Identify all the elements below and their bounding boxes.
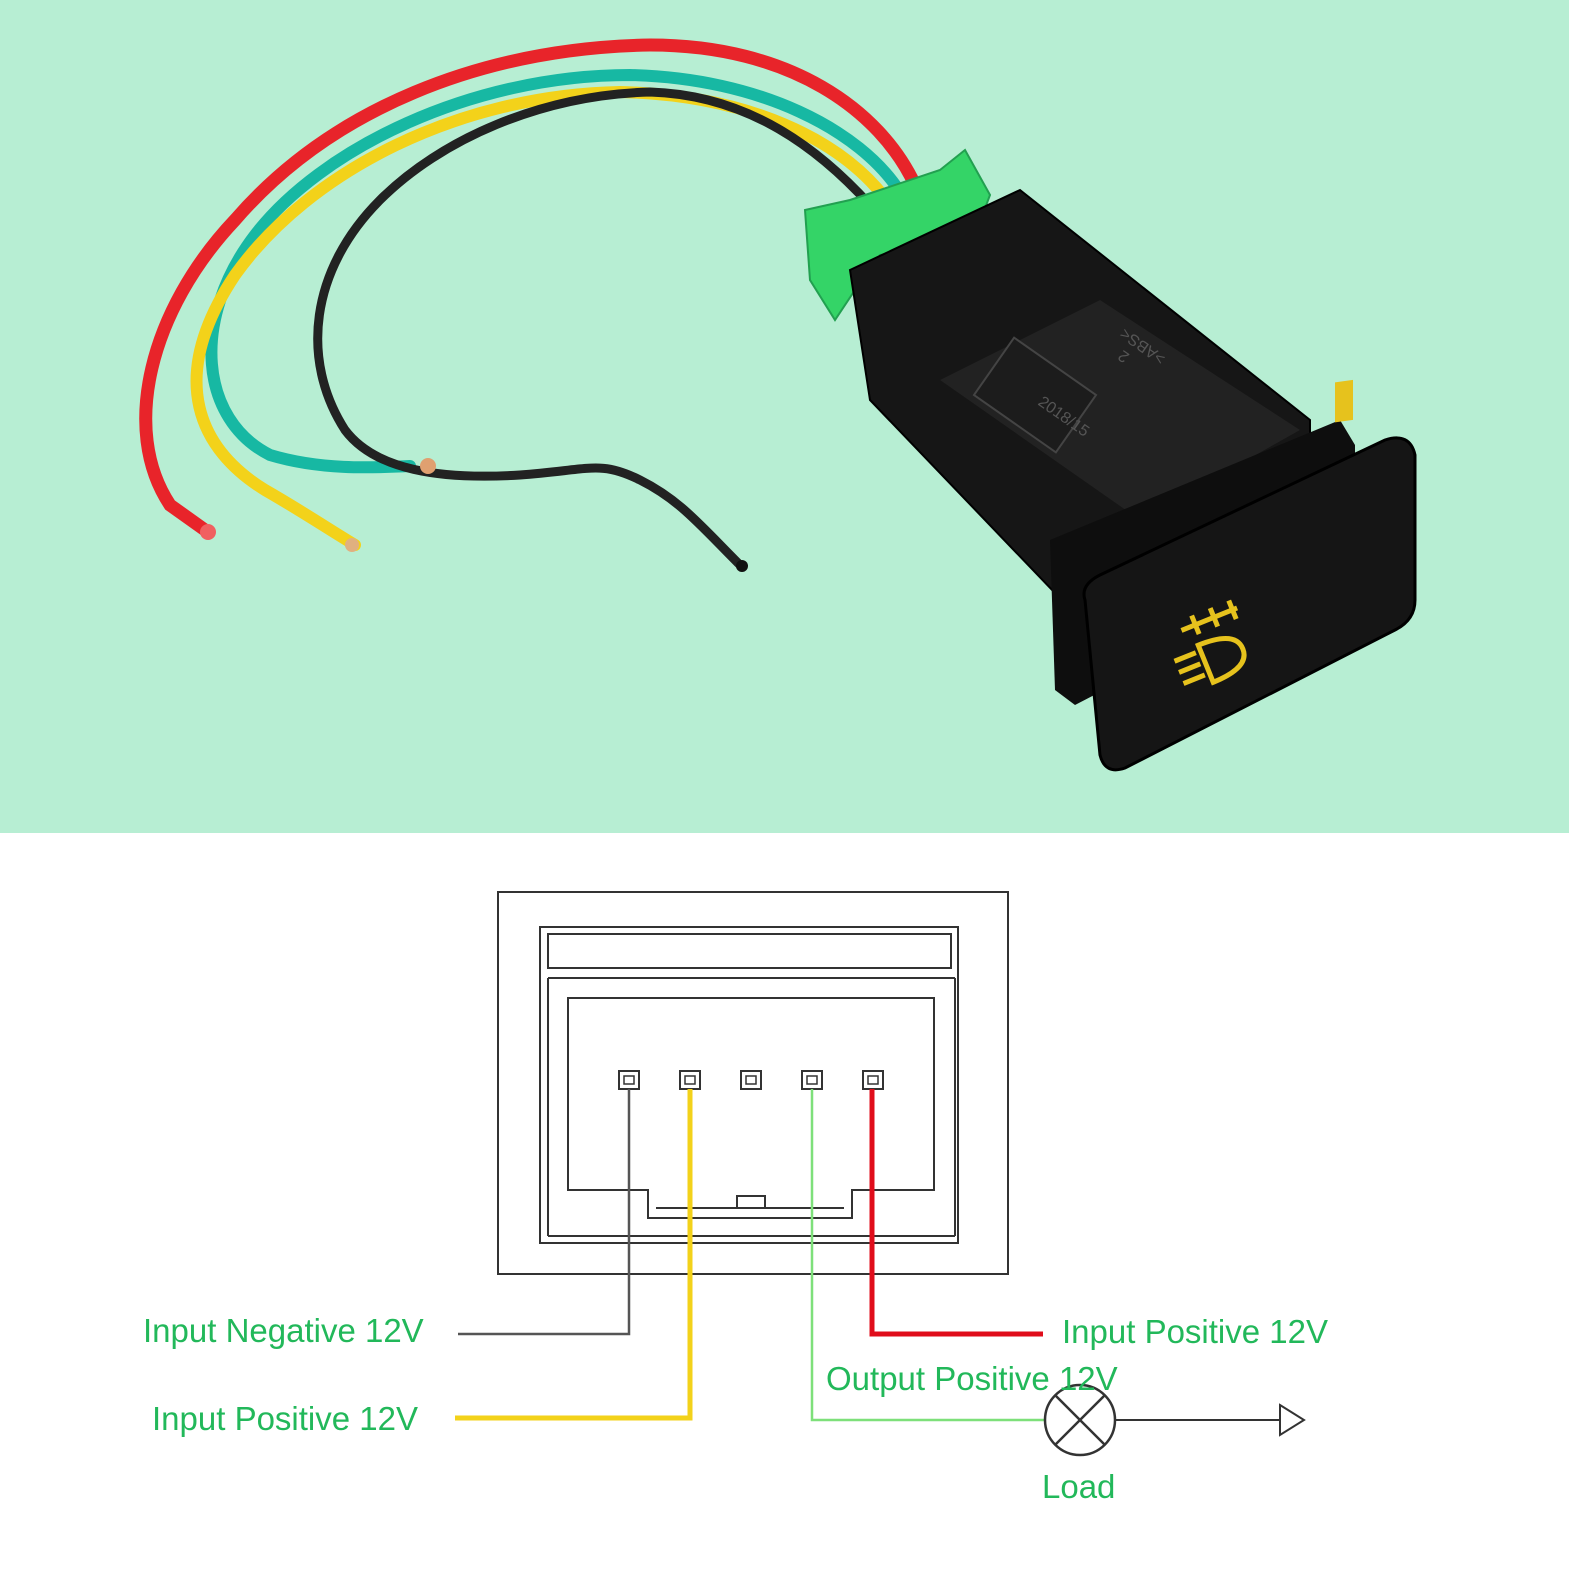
ground-arrow-icon xyxy=(1279,1403,1306,1437)
connector-key xyxy=(736,1195,766,1209)
connector-cavity xyxy=(567,997,935,1219)
input-negative-label: Input Negative 12V xyxy=(143,1312,424,1349)
copper-tip xyxy=(420,458,436,474)
black-wire xyxy=(313,87,875,570)
teal-wire xyxy=(205,68,906,474)
input-positive-yellow-line xyxy=(455,1089,693,1421)
wiring-diagram-svg: Input Negative 12V Input Positive 12V In… xyxy=(143,891,1328,1505)
pin-3 xyxy=(740,1070,762,1090)
input-negative-line xyxy=(458,1089,631,1336)
switch-outline-inner xyxy=(539,926,959,1244)
input-positive-left-label: Input Positive 12V xyxy=(152,1400,418,1437)
red-wire-tip xyxy=(200,524,216,540)
switch-illustration: 2018/15 >ABS< 2 xyxy=(139,38,1417,772)
pin-4 xyxy=(801,1070,823,1090)
product-photo: 2018/15 >ABS< 2 xyxy=(0,0,1569,833)
switch-button-face xyxy=(1082,436,1417,772)
switch-top-strip xyxy=(547,933,952,969)
wiring-diagram: Input Negative 12V Input Positive 12V In… xyxy=(0,833,1569,1569)
input-positive-red-line xyxy=(869,1089,1043,1337)
output-positive-line xyxy=(810,1089,1045,1422)
housing-label-plate xyxy=(972,336,1098,454)
switch-outline-outer xyxy=(497,891,1009,1275)
red-wire xyxy=(139,38,922,537)
pin-5 xyxy=(862,1070,884,1090)
output-positive-label: Output Positive 12V xyxy=(826,1360,1118,1397)
load-label: Load xyxy=(1042,1468,1115,1505)
black-wire-tip xyxy=(736,560,748,572)
pin-2 xyxy=(679,1070,701,1090)
input-positive-right-label: Input Positive 12V xyxy=(1062,1313,1328,1350)
indicator-led xyxy=(1335,379,1353,423)
pin-1 xyxy=(618,1070,640,1090)
yellow-wire-tip xyxy=(345,538,359,552)
fog-light-icon xyxy=(1173,599,1247,686)
